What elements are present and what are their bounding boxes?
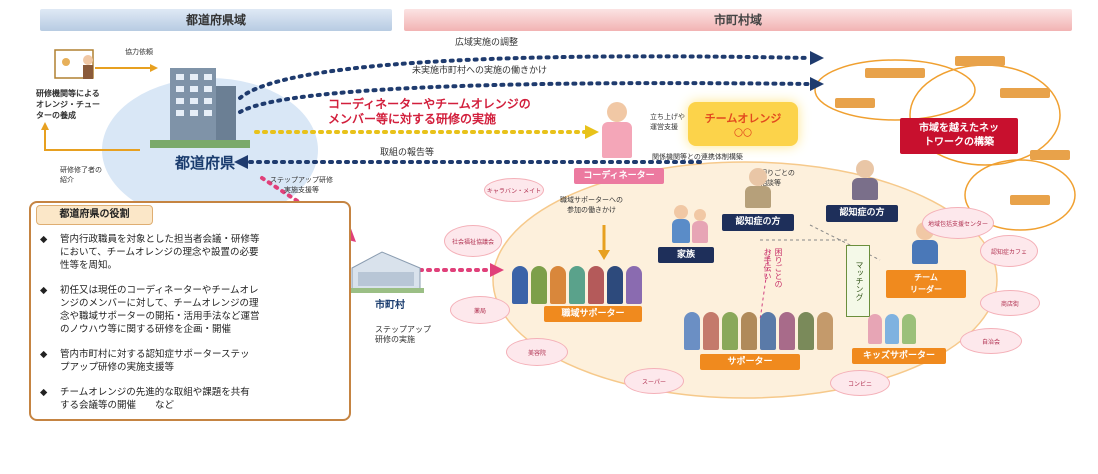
wide-area-arrowhead	[810, 51, 824, 65]
oval-caravan-mate: キャラバン・メイト	[484, 178, 544, 202]
report-arrowhead	[234, 155, 248, 169]
setup-support-label: 立ち上げや 運営支援	[650, 113, 685, 131]
role-item-1: ◆ 管内行政職員を対象とした担当者会議・研修等 において、チームオレンジの理念や…	[40, 233, 340, 272]
dementia-box-2: 認知症の方	[826, 205, 898, 222]
role-item-4-text: チームオレンジの先進的な取組や課題を共有 する会議等の開催 など	[60, 387, 250, 411]
prefecture-region-header: 都道府県域	[40, 9, 392, 31]
municipality-label: 市町村	[375, 300, 405, 311]
training-main-label: コーディネーターやチームオレンジの メンバー等に対する研修の実施	[328, 97, 531, 126]
network-ring-1	[814, 59, 976, 121]
oval-beauty-salon: 美容院	[506, 338, 568, 366]
help-label: 困りごとの お手伝い	[763, 248, 783, 288]
unimplemented-arrow	[238, 81, 812, 114]
workplace-supporter-group-icon	[512, 266, 672, 304]
cooperation-request-label: 協力依頼	[125, 48, 153, 56]
municipality-building-icon	[350, 251, 424, 293]
network-ring-3	[964, 159, 1076, 231]
workplace-call-label: 職域サポーターへの 参加の働きかけ	[560, 196, 623, 214]
kids-supporter-group-icon	[868, 306, 928, 344]
prefecture-circle	[102, 78, 318, 222]
stepup-impl-label: ステップアップ 研修の実施	[375, 325, 431, 344]
stepup-support-label: ステップアップ研修 実施支援等	[270, 176, 333, 194]
team-leader-box: チーム リーダー	[886, 270, 966, 298]
team-orange-label: チームオレンジ	[704, 112, 782, 125]
oval-shopping-street: 商店街	[980, 290, 1040, 316]
role-item-2: ◆ 初任又は現任のコーディネーターやチームオレ ンジのメンバーに対して、チームオ…	[40, 284, 340, 336]
team-orange-box: チームオレンジ 〇〇	[688, 102, 798, 146]
training-complete-arrow	[44, 130, 140, 151]
oval-social-welfare: 社会福祉協議会	[444, 225, 502, 257]
oval-convenience-store: コンビニ	[830, 370, 890, 396]
report-label: 取組の報告等	[380, 148, 435, 158]
trouble-consult-label: 困りごとの 相談等	[760, 169, 795, 187]
dementia-box-1: 認知症の方	[722, 214, 794, 231]
role-item-4: ◆ チームオレンジの先進的な取組や課題を共有 する会議等の開催 など	[40, 386, 340, 412]
coordinator-box: コーディネーター	[574, 168, 664, 184]
wide-area-label: 広域実施の調整	[455, 38, 519, 48]
matching-box: マッチング	[846, 245, 870, 317]
supporter-group-icon	[684, 312, 834, 350]
family-box: 家族	[658, 247, 714, 263]
role-item-3-text: 管内市町村に対する認知症サポーターステッ プアップ研修の実施支援等	[60, 349, 250, 373]
oval-dementia-cafe: 認知症カフェ	[980, 235, 1038, 267]
town-cluster-icons	[835, 56, 1070, 205]
team-orange-sub: 〇〇	[733, 129, 752, 139]
role-item-3: ◆ 管内市町村に対する認知症サポーターステッ プアップ研修の実施支援等	[40, 348, 340, 374]
role-item-2-text: 初任又は現任のコーディネーターやチームオレ ンジのメンバーに対して、チームオレン…	[60, 285, 260, 335]
cooperation-arrowhead	[150, 64, 158, 72]
workplace-supporter-box: 職域サポーター	[544, 306, 642, 322]
training-arrowhead	[585, 125, 599, 139]
coordinator-down-arrowhead	[598, 250, 610, 260]
unimplemented-arrowhead	[810, 77, 824, 91]
prefecture-building-icon	[150, 68, 250, 148]
role-item-1-text: 管内行政職員を対象とした担当者会議・研修等 において、チームオレンジの理念や設置…	[60, 234, 260, 271]
oval-supermarket: スーパー	[624, 368, 684, 394]
prefecture-roles-panel	[29, 201, 351, 421]
network-box: 市域を越えたネッ トワークの構築	[900, 118, 1018, 154]
municipality-arrowhead	[490, 263, 504, 277]
municipality-region-header: 市町村域	[404, 9, 1072, 31]
dementia-link-2	[809, 224, 881, 261]
training-complete-arrowhead	[41, 122, 49, 130]
wide-area-arrow	[238, 54, 812, 100]
kids-supporter-box: キッズサポーター	[852, 348, 946, 364]
tutor-training-icon	[54, 49, 94, 79]
coord-orgs-label: 関係機関等との連携体制構築	[652, 153, 743, 161]
oval-community-center: 地域包括支援センター	[922, 207, 994, 239]
training-complete-label: 研修修了者の 紹介	[60, 166, 102, 184]
tutor-training-label: 研修機関等による オレンジ・チュー ターの養成	[36, 89, 100, 120]
bullet-icon: ◆	[40, 387, 48, 398]
supporter-box: サポーター	[700, 354, 800, 370]
bullet-icon: ◆	[40, 234, 48, 245]
prefecture-label: 都道府県	[175, 154, 236, 172]
oval-neighborhood-assoc: 自治会	[960, 328, 1022, 354]
unimplemented-label: 未実施市町村への実施の働きかけ	[412, 66, 548, 76]
bullet-icon: ◆	[40, 349, 48, 360]
prefecture-roles-title: 都道府県の役割	[36, 205, 153, 225]
oval-pharmacy: 薬局	[450, 296, 510, 324]
bullet-icon: ◆	[40, 285, 48, 296]
